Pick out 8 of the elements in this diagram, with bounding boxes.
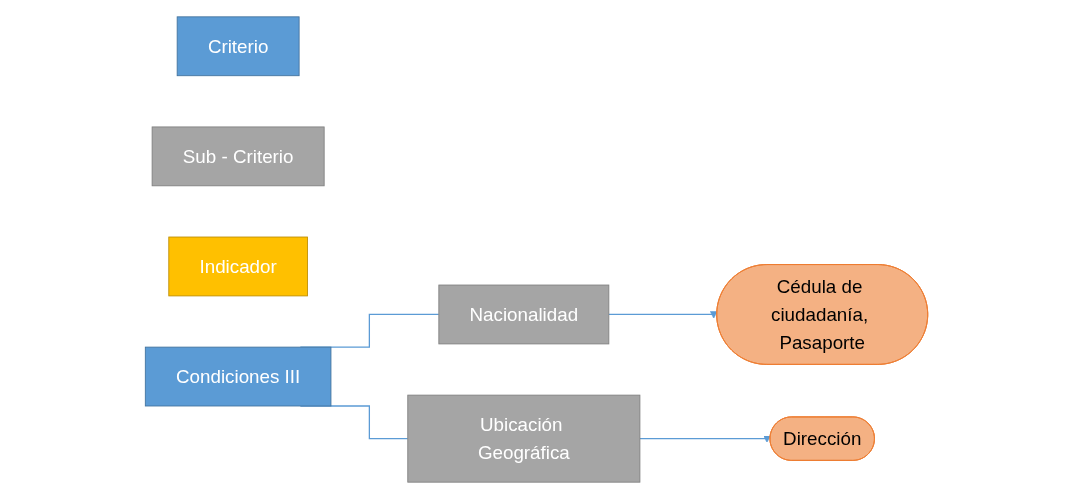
arrow [639,435,771,443]
node-box: Nacionalidad [438,284,610,345]
node-box: Sub - Criterio [151,126,325,187]
node-box: Ubicación Geográfica [407,394,641,483]
node-box: Criterio [176,16,300,77]
node-box: Condiciones III [144,346,332,407]
node-box: Indicador [168,236,308,297]
arrow [608,311,718,319]
